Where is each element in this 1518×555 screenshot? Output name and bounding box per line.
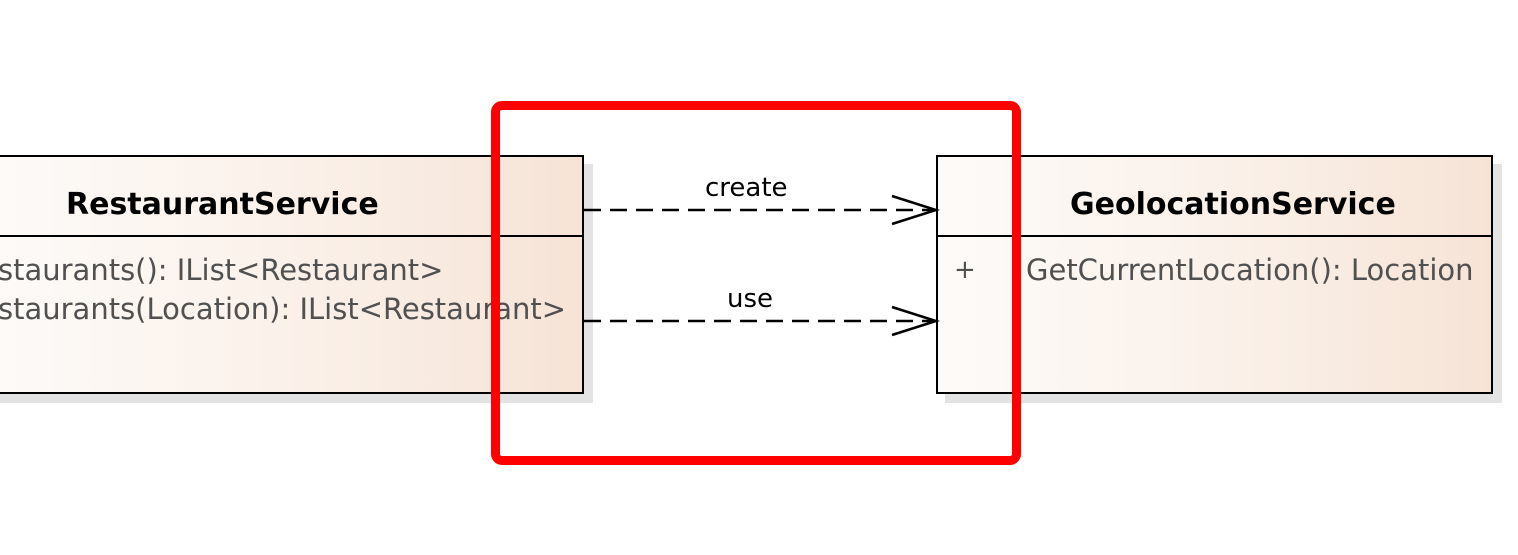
use-dependency-line[interactable] bbox=[584, 305, 941, 337]
create-arrowhead-icon bbox=[891, 194, 941, 226]
geolocation-service-header: GeolocationService bbox=[938, 157, 1491, 237]
restaurant-service-operation: staurants(Location): IList<Restaurant> bbox=[0, 292, 567, 326]
public-visibility-marker: + bbox=[954, 255, 976, 285]
use-arrowhead-icon bbox=[891, 305, 941, 337]
highlight-rectangle bbox=[491, 101, 1021, 465]
use-dependency-label: use bbox=[727, 284, 774, 314]
geolocation-service-class[interactable]: GeolocationService + GetCurrentLocation(… bbox=[936, 155, 1493, 394]
geolocation-service-operation: GetCurrentLocation(): Location bbox=[1026, 253, 1474, 287]
restaurant-service-header: RestaurantService bbox=[0, 157, 582, 237]
create-dependency-label: create bbox=[705, 173, 788, 203]
restaurant-service-operation: staurants(): IList<Restaurant> bbox=[0, 253, 444, 287]
geolocation-service-title: GeolocationService bbox=[1070, 187, 1396, 222]
restaurant-service-title: RestaurantService bbox=[66, 187, 379, 222]
restaurant-service-class[interactable]: RestaurantService staurants(): IList<Res… bbox=[0, 155, 584, 394]
create-dependency-line[interactable] bbox=[584, 194, 941, 226]
